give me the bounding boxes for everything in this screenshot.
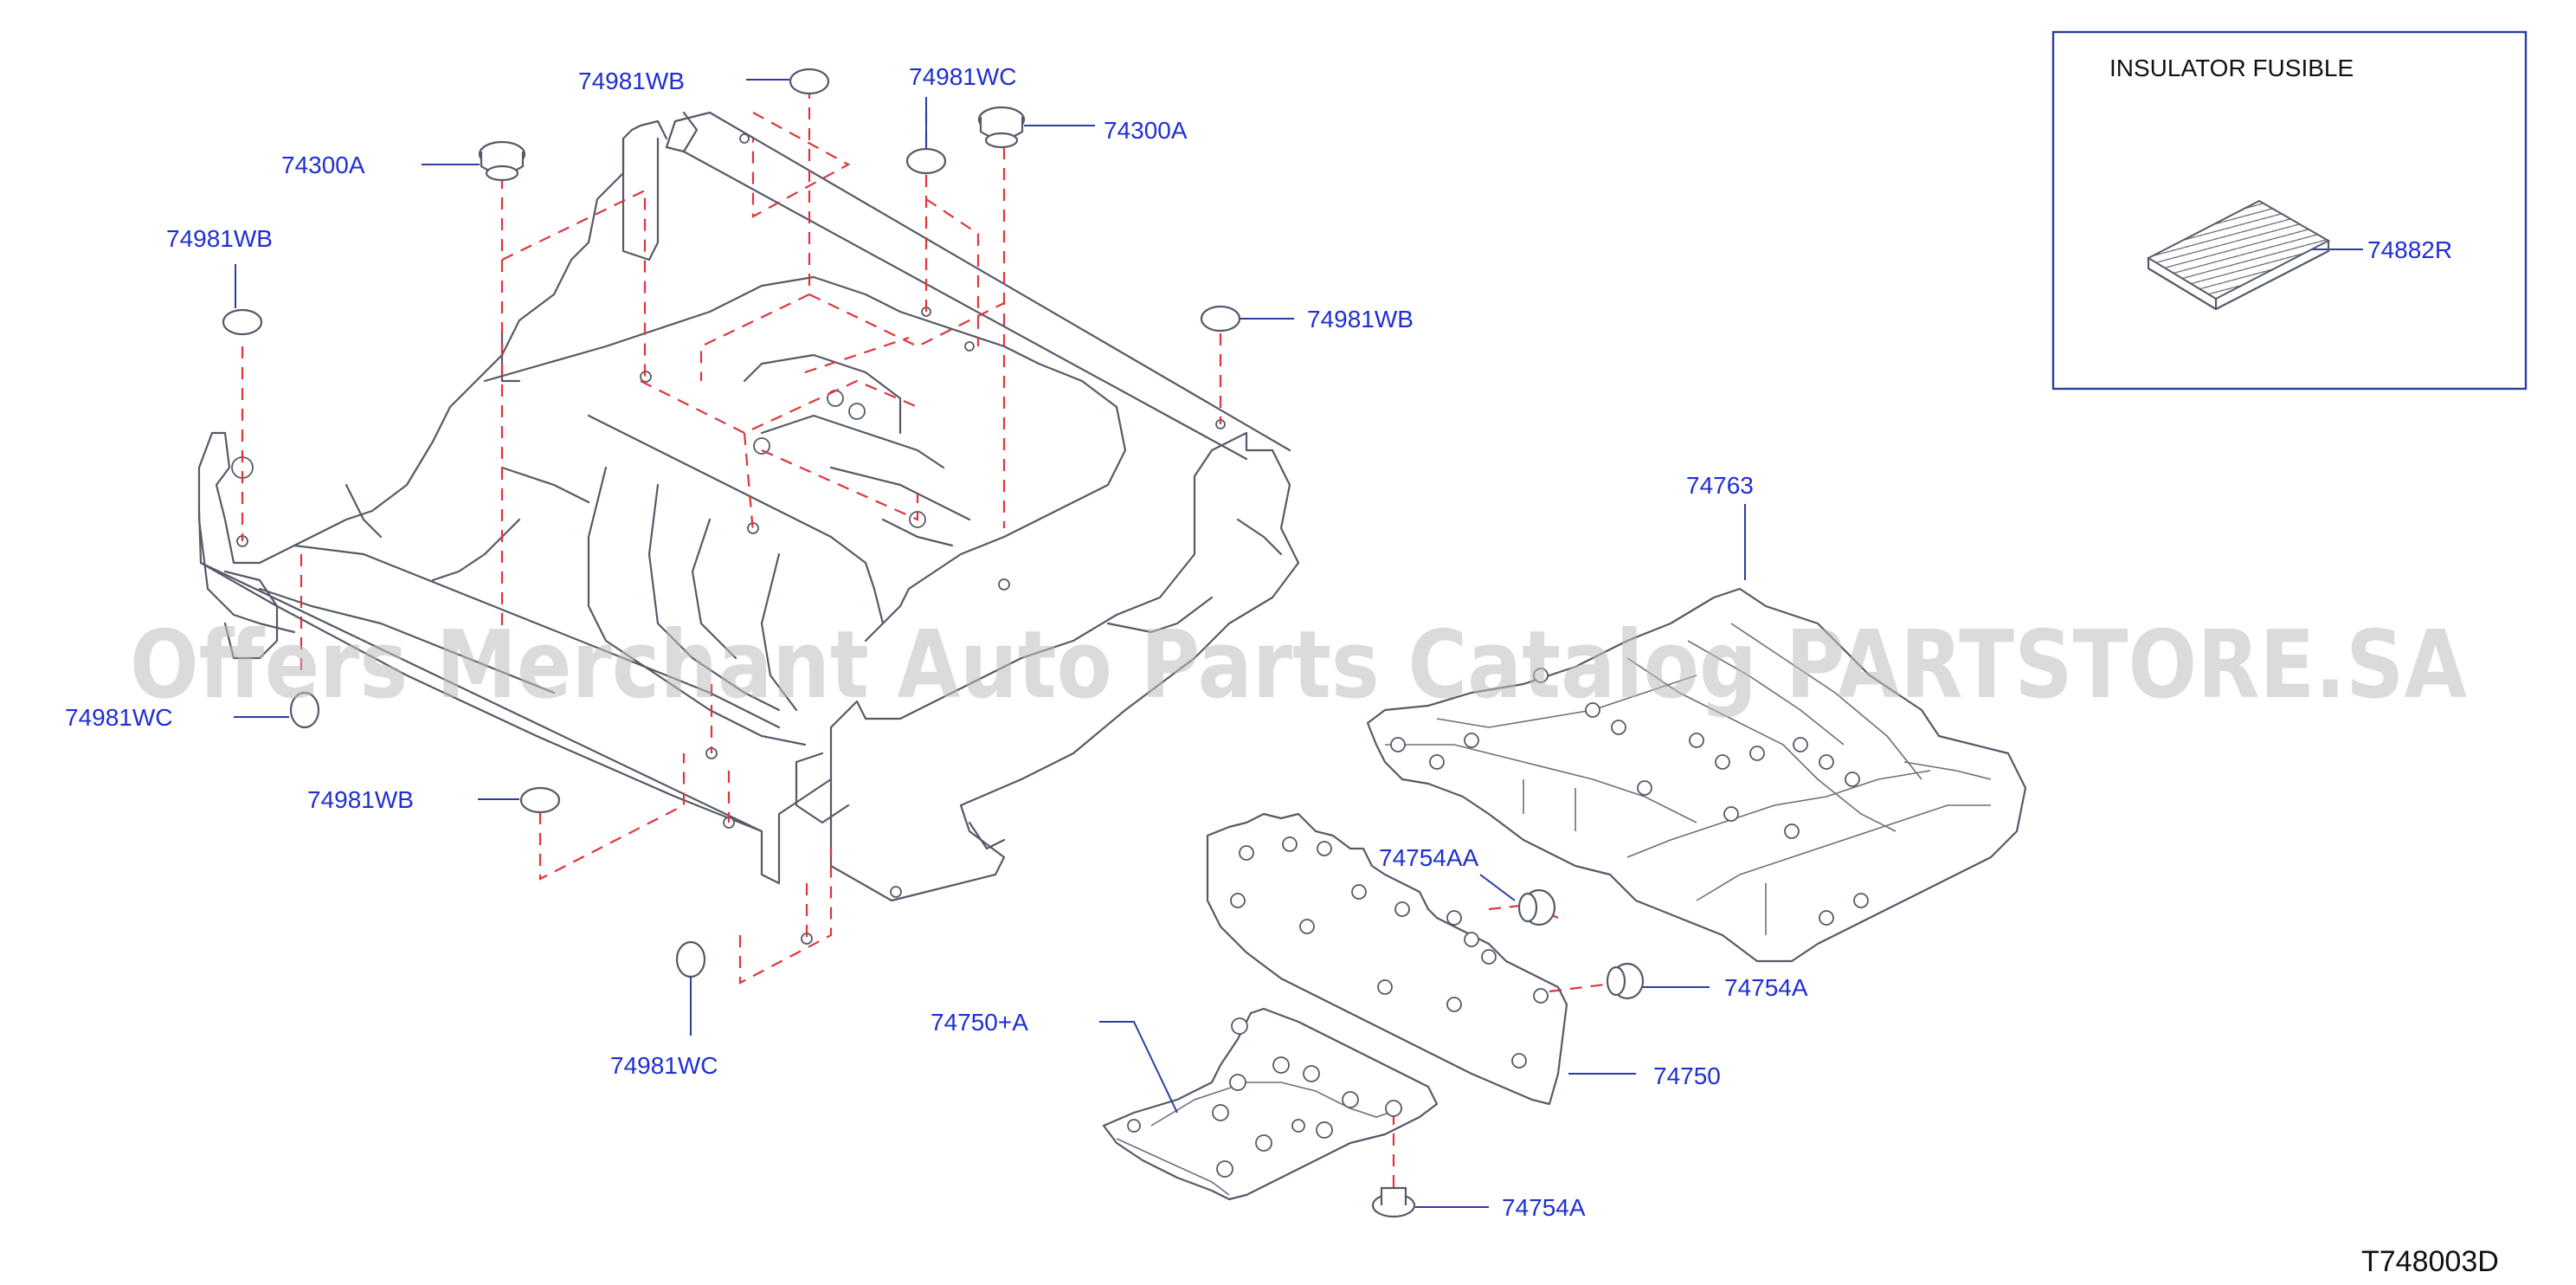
plug-74981wb-right: [1200, 305, 1241, 333]
plug-74981wc-left: [289, 691, 320, 729]
fastener-clips: [222, 68, 1645, 1218]
label-74763: 74763: [1686, 472, 1754, 499]
plug-74981wb-top: [789, 68, 830, 95]
insulator-74750: [1206, 812, 1568, 1106]
label-74300a-left: 74300A: [281, 152, 365, 178]
insulator-74763: [1366, 587, 2027, 963]
label-74981wc-bottom: 74981WC: [610, 1052, 718, 1079]
diagram-code: T748003D: [2361, 1245, 2499, 1278]
grommet-74300a-left: [478, 140, 526, 182]
plug-74981wc-bottom: [675, 940, 706, 978]
grommet-74754aa: [1517, 888, 1556, 927]
label-74300a-right: 74300A: [1104, 117, 1188, 144]
label-74754a-right: 74754A: [1724, 974, 1808, 1001]
plug-74981wb-left: [222, 308, 263, 336]
grommet-74754a-bottom: [1371, 1186, 1416, 1218]
label-74754aa: 74754AA: [1379, 844, 1479, 871]
part-labels: 74981WB 74981WC 74300A 74300A 74981WB 74…: [65, 63, 1808, 1221]
plug-74981wb-bottom: [519, 786, 561, 814]
label-74981wb-right: 74981WB: [1307, 306, 1414, 333]
insulator-74750a: [1102, 1007, 1439, 1201]
inset-title: INSULATOR FUSIBLE: [2109, 55, 2354, 81]
reference-dashed-lines: [241, 87, 1620, 1195]
label-74981wb-bottom: 74981WB: [307, 786, 414, 813]
label-74981wc-top: 74981WC: [909, 63, 1017, 90]
label-74750a: 74750+A: [931, 1009, 1028, 1036]
label-74981wb-top: 74981WB: [578, 68, 685, 94]
fusible-pad-74882r: [2146, 199, 2331, 311]
inset-insulator-fusible: INSULATOR FUSIBLE 74882R: [2051, 30, 2528, 391]
label-74981wb-left: 74981WB: [166, 225, 273, 252]
label-74750: 74750: [1653, 1062, 1721, 1089]
watermark-text: Offers Merchant Auto Parts Catalog PARTS…: [130, 611, 2467, 720]
label-74882r: 74882R: [2367, 236, 2452, 263]
grommet-74300a-right: [977, 106, 1026, 149]
floor-panel-main: [197, 111, 1300, 945]
label-74981wc-left: 74981WC: [65, 704, 173, 731]
grommet-74754a-right: [1606, 962, 1645, 1000]
plug-74981wc-top: [905, 147, 947, 175]
leader-lines: [234, 79, 2363, 1208]
label-74754a-bottom: 74754A: [1502, 1194, 1586, 1221]
